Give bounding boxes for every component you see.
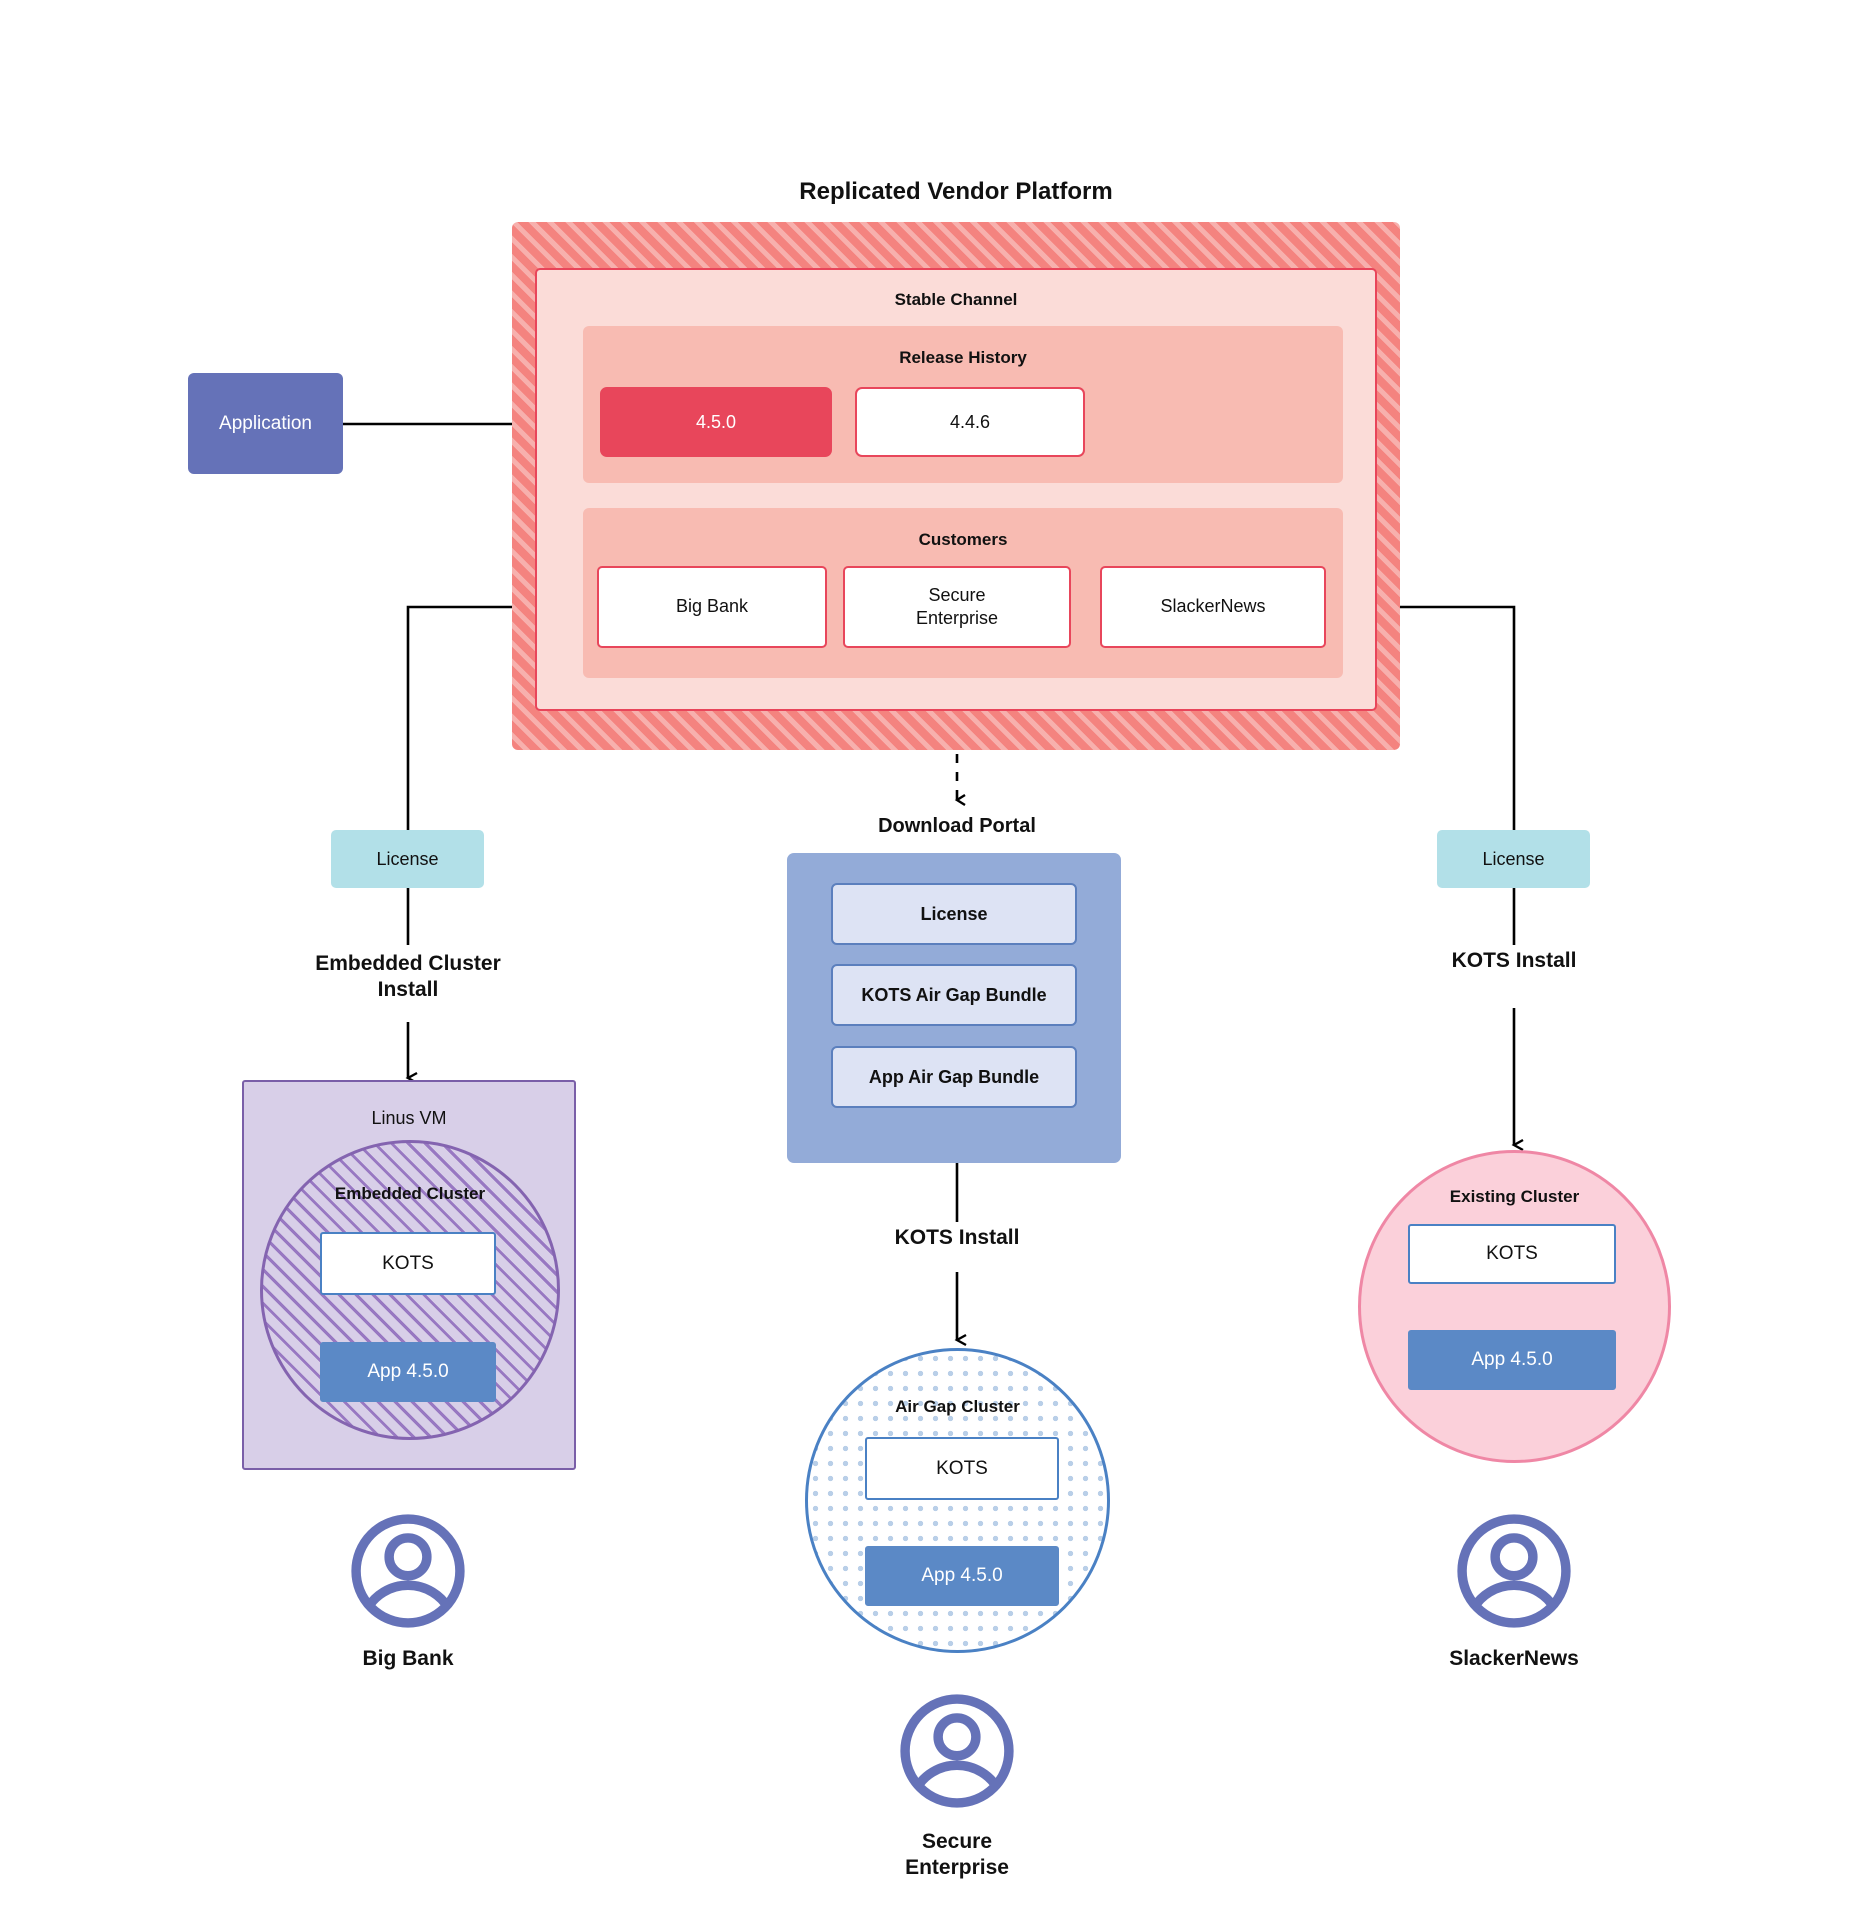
license-chip-left[interactable]: License: [331, 830, 484, 888]
customer-box-label: Big Bank: [675, 596, 749, 617]
customer-box-label: Secure Enterprise: [915, 584, 999, 628]
release-item-previous[interactable]: 4.4.6: [855, 387, 1085, 457]
portal-item-app-air-gap-bundle[interactable]: App Air Gap Bundle: [831, 1046, 1077, 1108]
result-label-secure-enterprise: Secure Enterprise: [905, 1829, 1009, 1879]
customer-box-label: SlackerNews: [1160, 596, 1266, 617]
avatar-big-bank: [349, 1512, 467, 1635]
result-label-slackernews: SlackerNews: [1449, 1646, 1579, 1670]
release-history-title: Release History: [899, 348, 1027, 367]
user-avatar-icon: [1457, 1514, 1571, 1628]
user-avatar-icon: [900, 1694, 1014, 1808]
flow-label-kots-install-right: KOTS Install: [1451, 948, 1577, 972]
air-gap-kots-node[interactable]: KOTS: [865, 1437, 1059, 1500]
vendor-platform-title: Replicated Vendor Platform: [799, 178, 1113, 205]
customers-title: Customers: [918, 530, 1008, 549]
customer-box-slackernews[interactable]: SlackerNews: [1100, 566, 1326, 648]
air-gap-cluster-label: Air Gap Cluster: [895, 1397, 1020, 1416]
portal-item-license[interactable]: License: [831, 883, 1077, 945]
air-gap-cluster-circle: [805, 1348, 1110, 1653]
linux-vm-label: Linus VM: [371, 1107, 447, 1128]
embedded-kots-node[interactable]: KOTS: [320, 1232, 496, 1295]
customer-box-big-bank[interactable]: Big Bank: [597, 566, 827, 648]
embedded-cluster-label: Embedded Cluster: [334, 1184, 486, 1203]
customer-box-secure-enterprise[interactable]: Secure Enterprise: [843, 566, 1071, 648]
avatar-secure-enterprise: [898, 1692, 1016, 1815]
portal-item-kots-air-gap-bundle[interactable]: KOTS Air Gap Bundle: [831, 964, 1077, 1026]
air-gap-app-node[interactable]: App 4.5.0: [865, 1546, 1059, 1606]
flow-label-embedded-cluster-install: Embedded Cluster Install: [315, 951, 501, 1001]
existing-cluster-label: Existing Cluster: [1449, 1187, 1580, 1206]
existing-cluster-circle: [1358, 1150, 1671, 1463]
user-avatar-icon: [351, 1514, 465, 1628]
avatar-slackernews: [1455, 1512, 1573, 1635]
stable-channel-title: Stable Channel: [894, 290, 1018, 309]
download-portal-title: Download Portal: [878, 814, 1036, 837]
release-item-current[interactable]: 4.5.0: [600, 387, 832, 457]
license-chip-right[interactable]: License: [1437, 830, 1590, 888]
result-label-big-bank: Big Bank: [362, 1646, 454, 1670]
application-node[interactable]: Application: [188, 373, 343, 474]
embedded-app-node[interactable]: App 4.5.0: [320, 1342, 496, 1402]
existing-kots-node[interactable]: KOTS: [1408, 1224, 1616, 1284]
flow-label-kots-install-center: KOTS Install: [894, 1225, 1020, 1249]
existing-app-node[interactable]: App 4.5.0: [1408, 1330, 1616, 1390]
